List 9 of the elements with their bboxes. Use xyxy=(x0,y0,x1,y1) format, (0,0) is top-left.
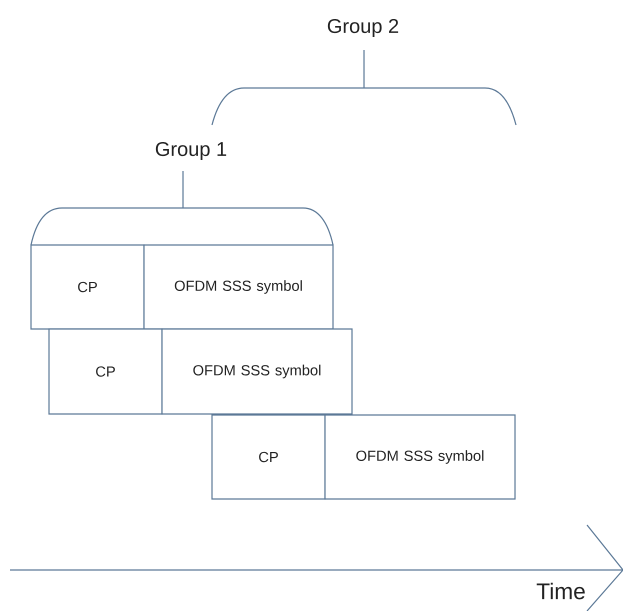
time-slot-box: CP xyxy=(48,328,163,415)
time-slot-box: OFDM SSS symbol xyxy=(324,414,516,500)
time-slot-box: CP xyxy=(211,414,326,500)
group-label: Group 2 xyxy=(328,18,398,38)
time-slot-box: OFDM SSS symbol xyxy=(143,244,334,330)
time-slot-box: OFDM SSS symbol xyxy=(161,328,353,415)
group-label: Group 1 xyxy=(156,142,226,160)
time-slot-box: CP xyxy=(30,244,145,330)
axis-label: Time xyxy=(536,582,585,600)
